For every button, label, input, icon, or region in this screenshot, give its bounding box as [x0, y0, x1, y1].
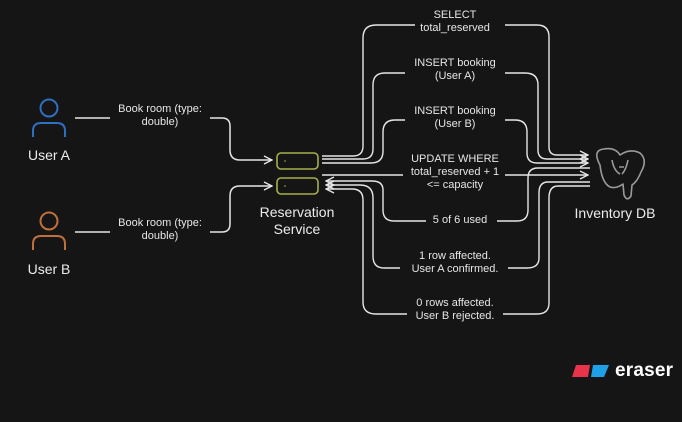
eraser-logo-icon [572, 365, 609, 377]
edge-label-row-a: 1 row affected. User A confirmed. [408, 250, 502, 276]
edge-label-used: 5 of 6 used [429, 214, 491, 227]
service-label: Reservation Service [259, 204, 335, 237]
edge-label-insert-a: INSERT booking (User A) [411, 57, 499, 83]
edge-label-row-b: 0 rows affected. User B rejected. [412, 297, 498, 323]
edge-label-b-to-service: Book room (type: double) [115, 217, 205, 243]
user-b-icon [32, 211, 66, 250]
edge-select [322, 24, 588, 156]
edge-row-b [326, 186, 590, 315]
brand-name: eraser [615, 360, 674, 381]
service-box-1[interactable] [276, 152, 319, 170]
edge-label-update: UPDATE WHERE total_reserved + 1 <= capac… [407, 153, 503, 192]
user-a-icon [32, 98, 66, 137]
edge-label-insert-b: INSERT booking (User B) [411, 105, 499, 131]
user-b-label: User B [27, 261, 71, 277]
postgres-elephant-icon [596, 147, 646, 200]
edge-insert-b [322, 119, 588, 163]
edge-label-a-to-service: Book room (type: double) [115, 103, 205, 129]
edge-used [326, 167, 590, 222]
service-box-2[interactable] [276, 177, 319, 195]
edge-insert-a [322, 72, 588, 159]
user-a-label: User A [27, 147, 71, 163]
db-label: Inventory DB [574, 205, 656, 221]
edge-row-a [326, 182, 590, 269]
edge-label-select: SELECT total_reserved [417, 9, 493, 35]
eraser-brand[interactable]: eraser [572, 360, 673, 382]
